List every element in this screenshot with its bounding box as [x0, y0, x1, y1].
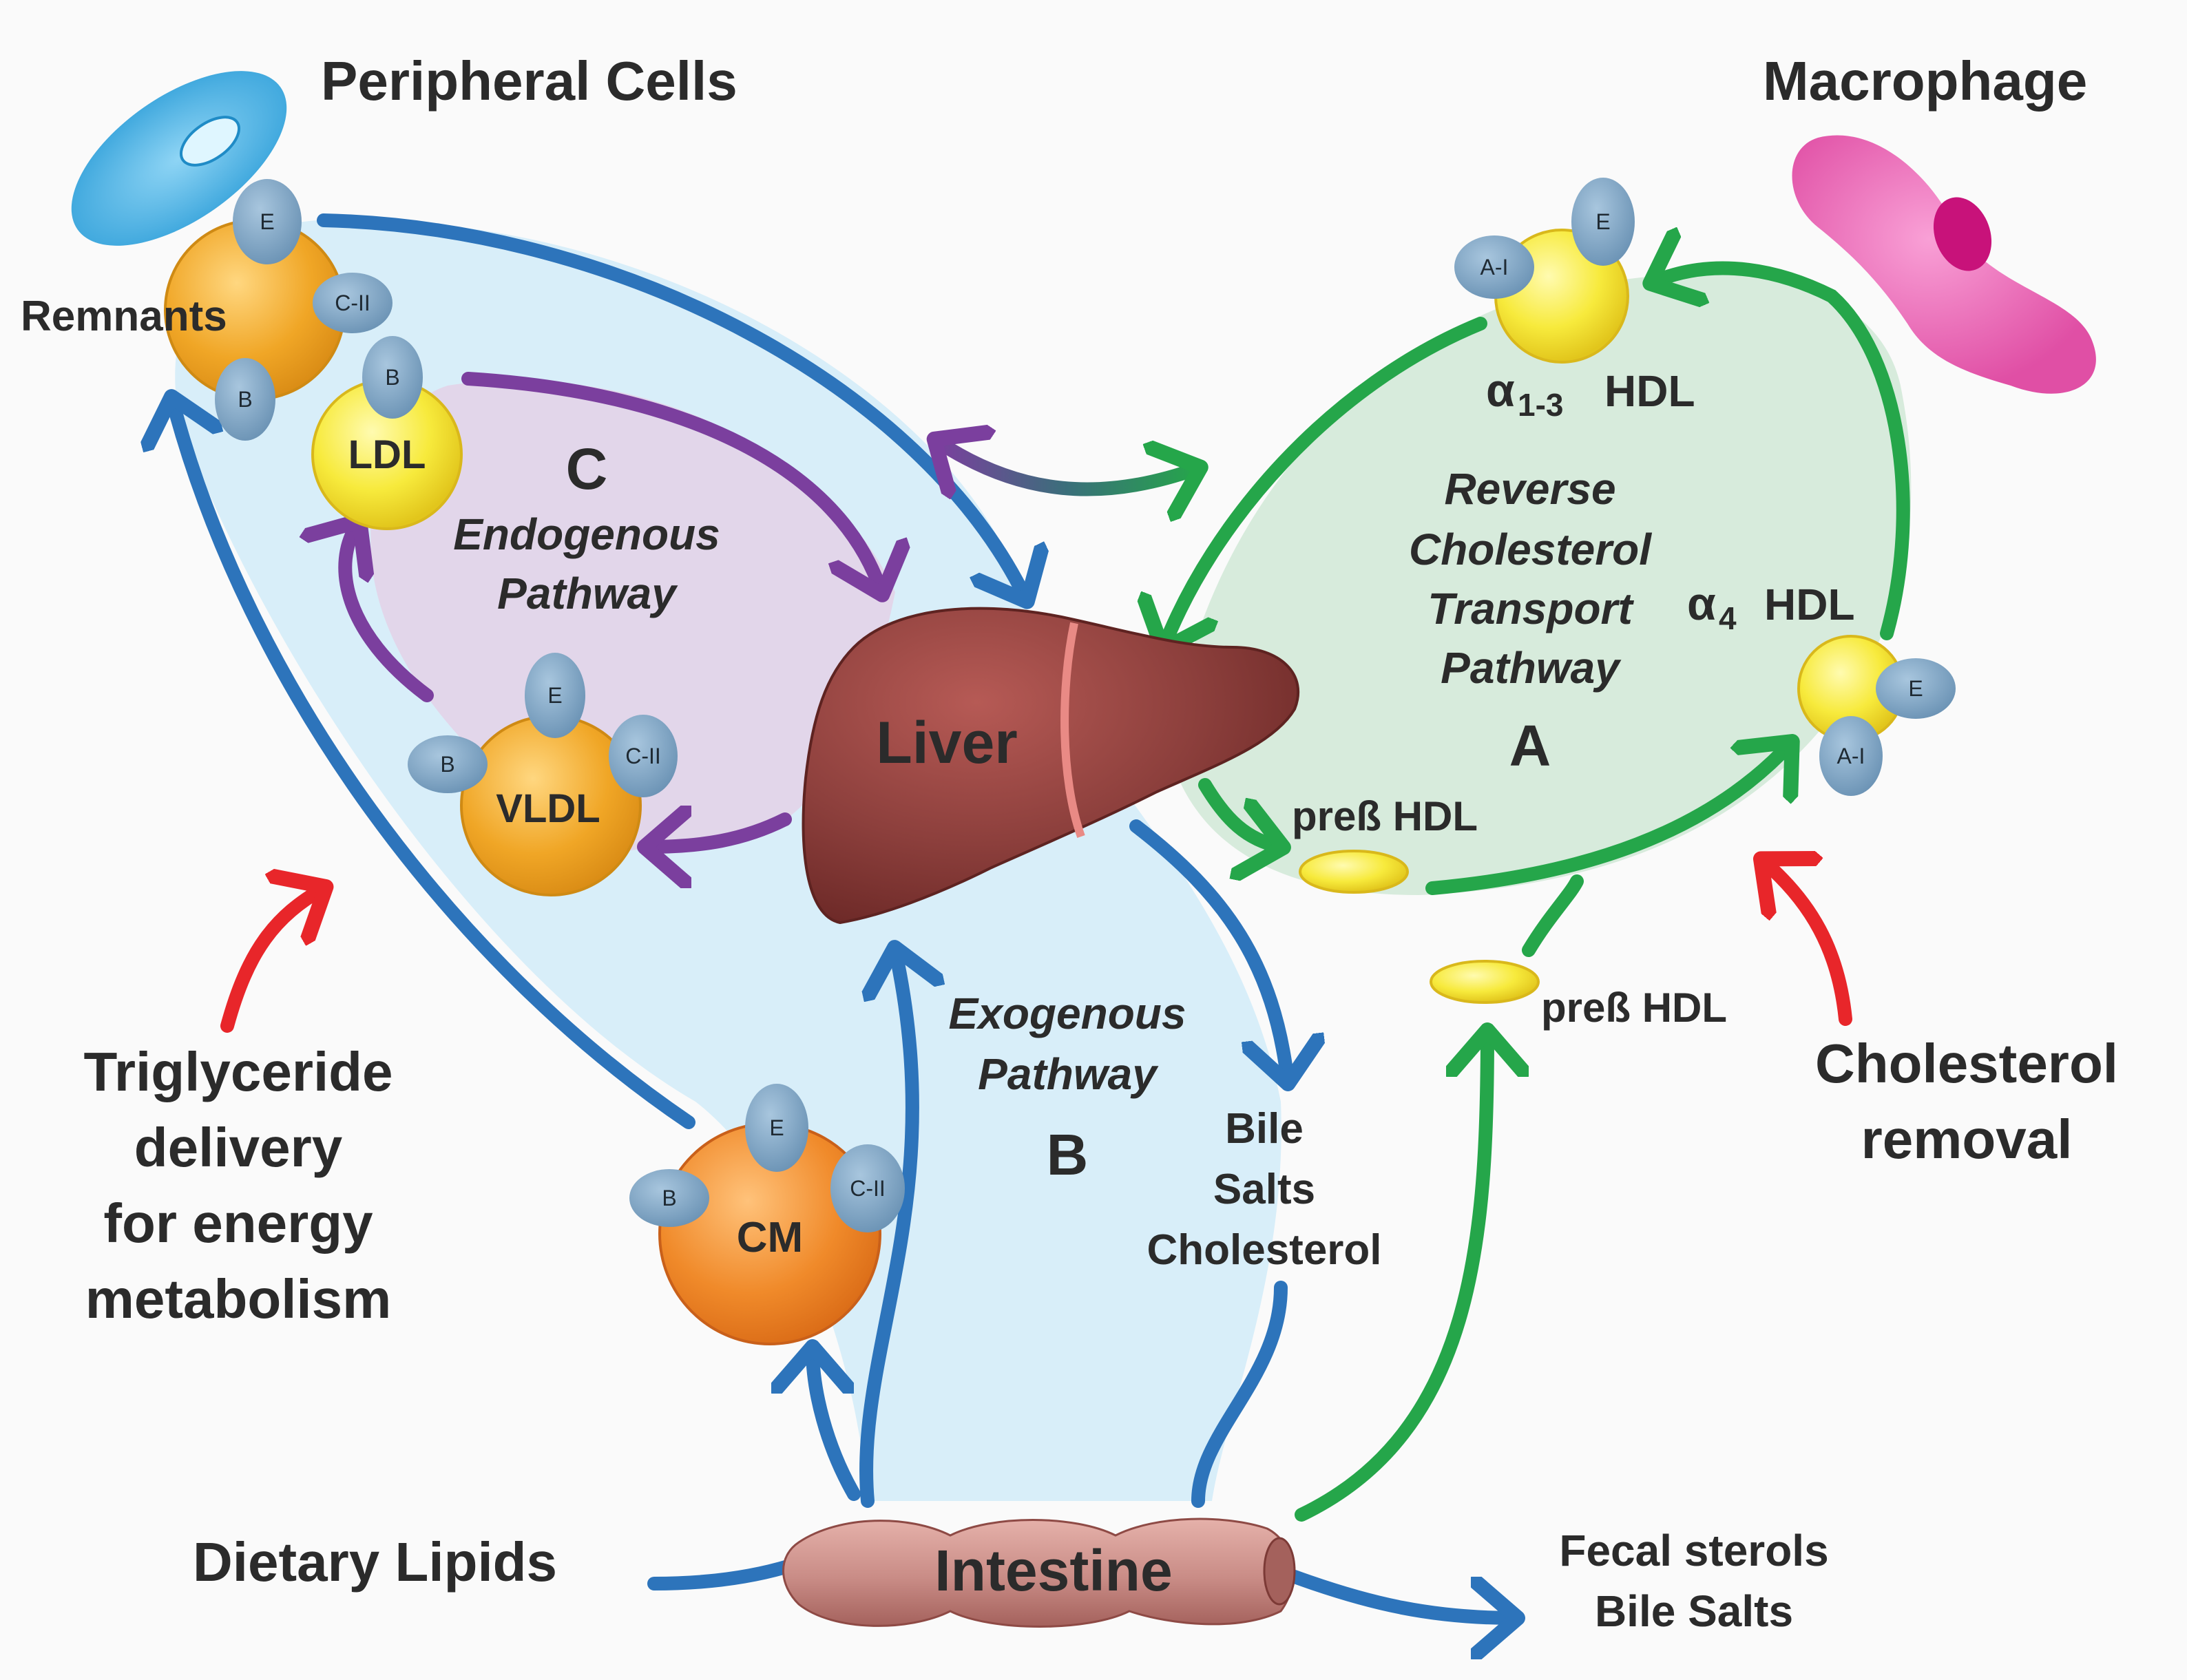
svg-text:C-II: C-II: [335, 291, 370, 315]
reverse-label-4: Pathway: [1441, 643, 1622, 693]
macrophage-title: Macrophage: [1763, 50, 2087, 112]
arrow-preb-to-a4: [1425, 744, 1790, 895]
svg-text:E: E: [1595, 209, 1610, 234]
macrophage-icon: [1792, 135, 2096, 394]
svg-text:B: B: [385, 365, 399, 390]
liver-organ: [802, 607, 1299, 925]
apo-e-vldl: E: [525, 653, 585, 738]
arrow-dietary-to-intestine: [647, 1556, 806, 1590]
alpha4-symbol: α: [1687, 578, 1716, 630]
arrow-hdl-to-liver: [1164, 317, 1487, 647]
tg-label-1: Triglyceride: [83, 1041, 393, 1102]
arrow-intestine-to-cm: [813, 1350, 861, 1501]
reverse-transport-green-region: [1171, 273, 1912, 895]
intestine-label: Intestine: [934, 1538, 1172, 1603]
arrow-liver-to-preb: [1198, 778, 1281, 847]
alpha13-symbol: α: [1486, 364, 1515, 417]
reverse-label-2: Cholesterol: [1409, 525, 1652, 574]
peripheral-cells-title: Peripheral Cells: [321, 50, 737, 112]
arrow-cm-to-remnants: [172, 399, 695, 1129]
arrow-ldl-to-liver: [461, 372, 881, 592]
dietary-lipids-label: Dietary Lipids: [193, 1531, 557, 1593]
peripheral-cell-icon: [71, 71, 287, 246]
arrow-preb2-to-a4: [1522, 874, 1584, 957]
ldl-label: LDL: [348, 432, 426, 477]
arrow-vldl-to-ldl: [345, 523, 434, 702]
intestine-organ: [782, 1518, 1296, 1628]
preb-hdl-label-top: preß HDL: [1292, 793, 1478, 839]
preb-hdl-disc-bottom: [1430, 960, 1540, 1004]
arrow-liver-to-vldl: [647, 819, 792, 847]
svg-text:E: E: [547, 683, 562, 708]
double-arrow-ldl-hdl-exchange: [936, 441, 1198, 490]
tg-label-4: metabolism: [85, 1268, 392, 1330]
apo-b-cm: B: [629, 1169, 709, 1227]
arrow-liver-to-bile: [1129, 819, 1288, 1081]
apo-b-remnants: B: [215, 358, 275, 441]
apo-ai-alpha4: A-I: [1819, 716, 1883, 796]
svg-text:A-I: A-I: [1837, 744, 1865, 768]
apo-e-cm: E: [745, 1084, 808, 1172]
svg-text:E: E: [1908, 676, 1923, 701]
cholesterol-removal-label-2: removal: [1861, 1109, 2073, 1170]
arrow-triglyceride-delivery: [220, 888, 324, 1033]
svg-text:E: E: [260, 209, 274, 234]
svg-text:B: B: [662, 1186, 676, 1210]
endogenous-label-2: Pathway: [497, 569, 678, 618]
cm-label: CM: [737, 1214, 803, 1261]
fecal-label-2: Bile Salts: [1595, 1586, 1793, 1636]
reverse-label-3: Transport: [1427, 584, 1634, 633]
tg-label-2: delivery: [134, 1117, 343, 1178]
svg-text:A-I: A-I: [1480, 255, 1509, 280]
bile-label-3: Cholesterol: [1147, 1226, 1381, 1274]
vldl-label: VLDL: [496, 786, 600, 831]
arrow-a4-to-a13: [1653, 269, 1910, 640]
preb-hdl-disc-top: [1299, 850, 1409, 894]
svg-text:B: B: [440, 752, 454, 777]
apo-b-ldl: B: [362, 336, 423, 419]
apo-cii-cm: C-II: [830, 1144, 905, 1232]
arrow-cholesterol-removal: [1763, 861, 1852, 1026]
tg-label-3: for energy: [103, 1193, 373, 1254]
cholesterol-removal-label-1: Cholesterol: [1815, 1033, 2118, 1094]
fecal-label-1: Fecal sterols: [1559, 1526, 1828, 1575]
bile-label-1: Bile: [1225, 1105, 1304, 1153]
reverse-label-1: Reverse: [1444, 464, 1615, 514]
arrow-intestine-to-fecal: [1288, 1570, 1515, 1618]
reverse-letter: A: [1509, 713, 1551, 778]
apo-cii-remnants: C-II: [313, 273, 393, 333]
remnants-label: Remnants: [21, 293, 227, 340]
apo-b-vldl: B: [408, 735, 488, 793]
apo-e-alpha4: E: [1876, 658, 1956, 719]
svg-text:E: E: [769, 1115, 784, 1140]
alpha4-subscript: 4: [1719, 600, 1737, 636]
liver-label: Liver: [876, 710, 1018, 776]
exogenous-letter: B: [1047, 1122, 1089, 1187]
alpha13-subscript: 1-3: [1518, 387, 1563, 423]
endogenous-label-1: Endogenous: [453, 510, 720, 559]
bile-label-2: Salts: [1213, 1166, 1315, 1213]
svg-text:C-II: C-II: [625, 744, 661, 768]
apo-ai-alpha13: A-I: [1454, 235, 1534, 299]
exogenous-label-2: Pathway: [978, 1049, 1159, 1099]
exogenous-label-1: Exogenous: [949, 989, 1186, 1038]
arrow-intestine-to-liver: [859, 950, 912, 1508]
svg-text:C-II: C-II: [850, 1176, 886, 1201]
alpha13-hdl-text: HDL: [1604, 366, 1695, 416]
apo-cii-vldl: C-II: [609, 715, 678, 797]
endogenous-letter: C: [566, 437, 608, 501]
arrow-intestine-to-preb: [1295, 1033, 1487, 1522]
arrow-bile-to-intestine: [1191, 1281, 1288, 1508]
alpha4-hdl-text: HDL: [1764, 580, 1855, 629]
svg-text:B: B: [238, 387, 252, 412]
apo-e-remnants: E: [233, 179, 302, 264]
apo-e-alpha13: E: [1571, 178, 1635, 266]
preb-hdl-label-bottom: preß HDL: [1541, 985, 1727, 1031]
